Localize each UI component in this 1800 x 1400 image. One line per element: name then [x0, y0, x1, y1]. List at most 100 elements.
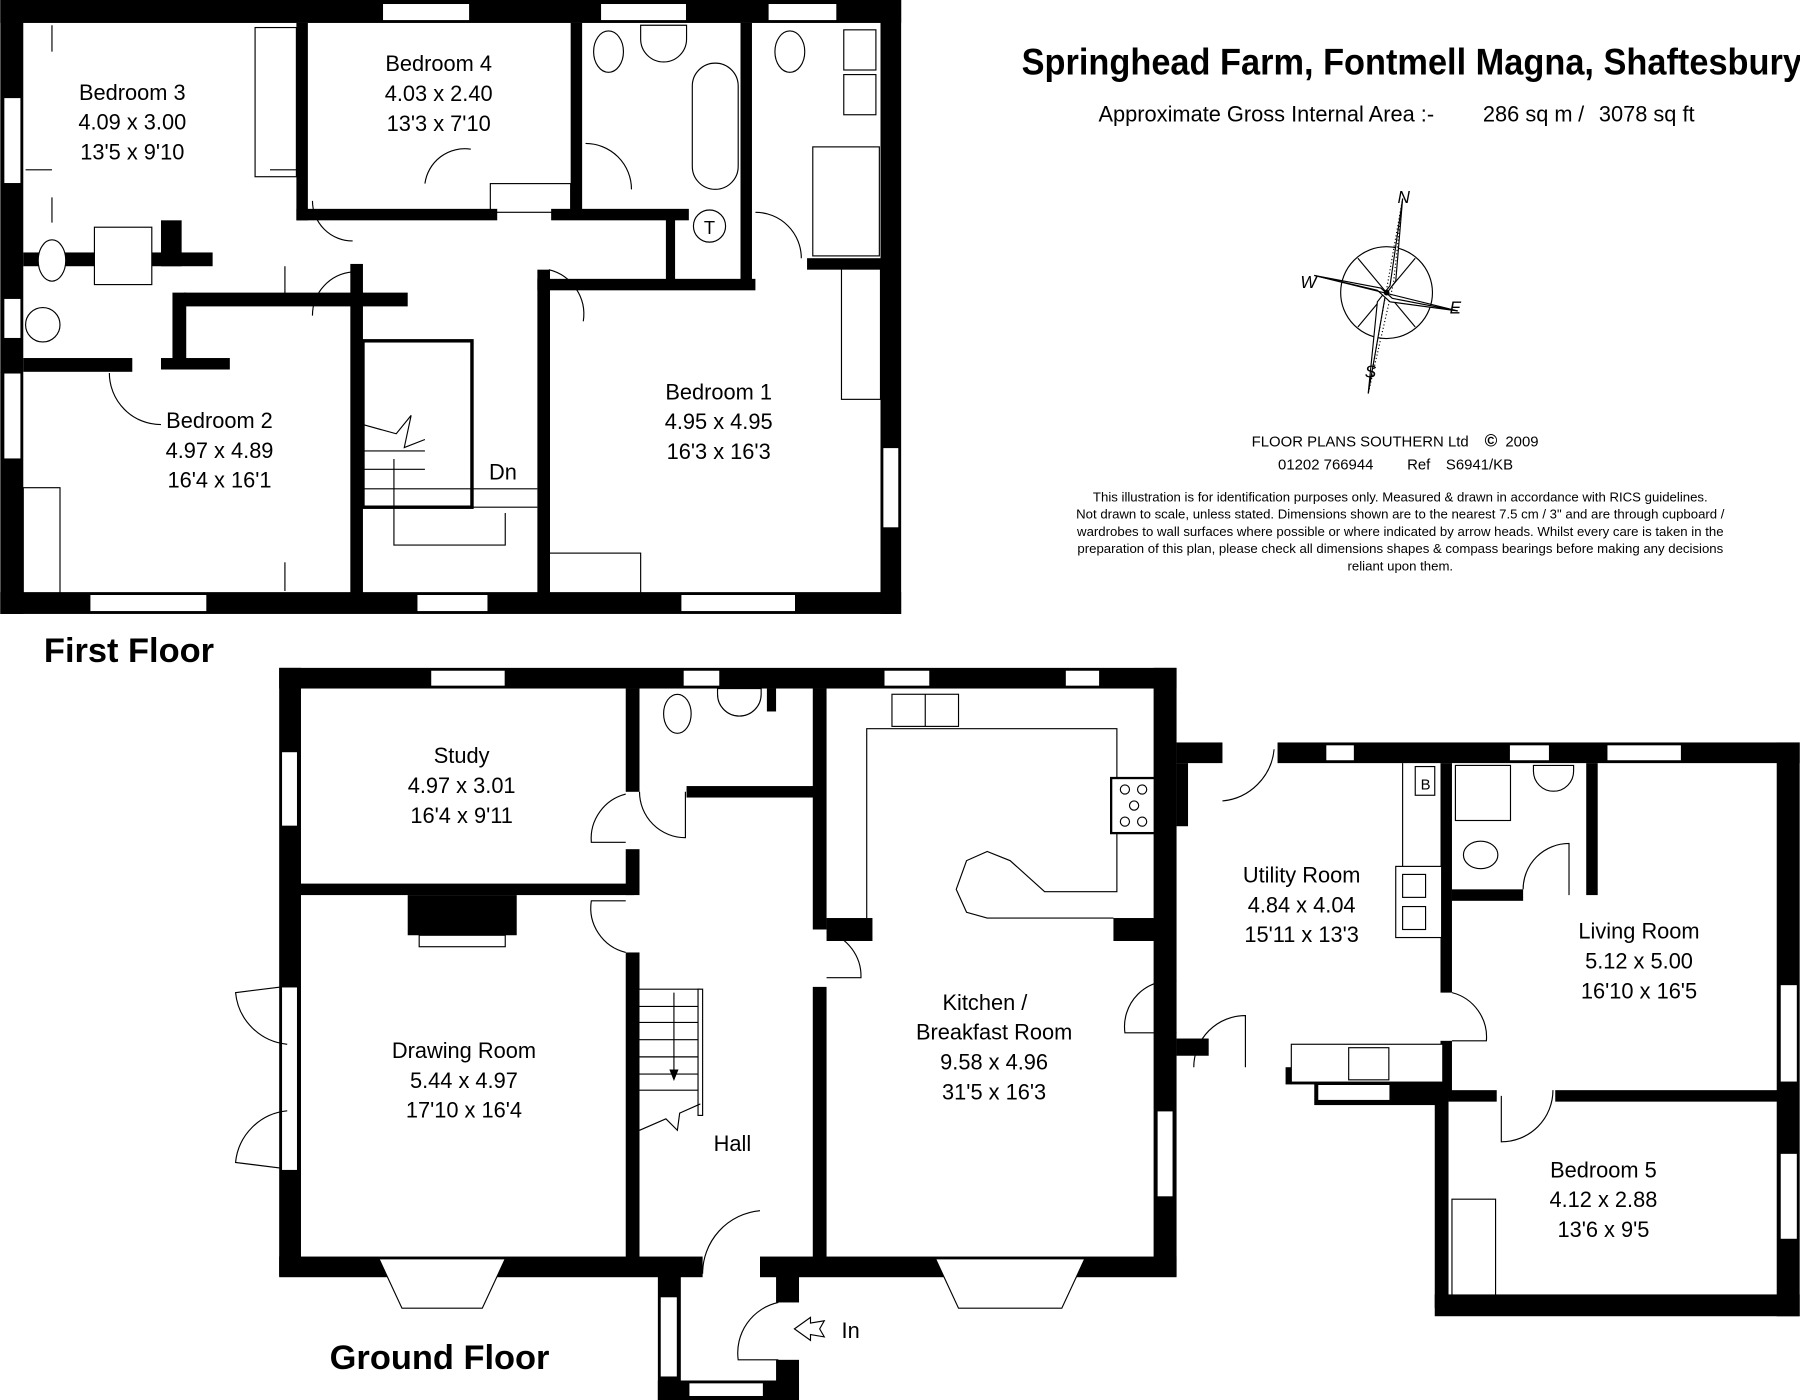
window [280, 751, 299, 827]
credits: FLOOR PLANS SOUTHERN Ltd © 2009 01202 76… [1252, 430, 1539, 473]
door-icon [234, 986, 288, 1045]
room-dimensions-imperial: 16'3 x 16'3 [667, 439, 771, 464]
window [682, 669, 721, 687]
hall-staircase [639, 988, 704, 1132]
room-bedroom-1: Bedroom 1 4.95 x 4.95 16'3 x 16'3 [665, 379, 773, 464]
hob-icon [1110, 776, 1156, 835]
door-icon [311, 200, 353, 242]
interior-wall [172, 292, 187, 368]
ground-floor-plan: In [234, 667, 1800, 1400]
door-icon [1500, 1090, 1554, 1143]
door-icon [590, 900, 626, 954]
phone-number: 01202 766944 [1278, 457, 1373, 473]
room-dimensions-metric: 4.12 x 2.88 [1550, 1187, 1658, 1212]
disclaimer-line: This illustration is for identification … [1093, 489, 1708, 504]
interior-wall [1448, 1090, 1497, 1102]
door-icon [826, 931, 862, 979]
compass-north: N [1398, 187, 1411, 207]
interior-wall [1586, 763, 1598, 896]
interior-wall [807, 258, 882, 270]
toilet-icon [1462, 840, 1499, 870]
window [1779, 1152, 1798, 1240]
tank-label: T [704, 217, 715, 238]
interior-wall [160, 220, 182, 267]
interior-wall [570, 22, 583, 213]
interior-wall [160, 358, 230, 370]
interior-wall [740, 22, 752, 287]
compass-south: S [1365, 362, 1377, 382]
interior-wall [812, 688, 827, 930]
boiler-label: B [1421, 778, 1431, 794]
room-name: Drawing Room [392, 1038, 536, 1063]
window [430, 669, 506, 687]
first-floor-plan: T Dn Bedroom 3 [0, 0, 902, 670]
room-dimensions-imperial: 13'5 x 9'10 [80, 140, 184, 165]
area-imperial: 3078 sq ft [1599, 102, 1695, 127]
bath-icon [691, 62, 739, 190]
room-bedroom-2: Bedroom 2 4.97 x 4.89 16'4 x 16'1 [166, 408, 274, 493]
room-dimensions-metric: 4.97 x 3.01 [408, 773, 516, 798]
door-icon [1451, 992, 1488, 1042]
interior-wall [625, 849, 640, 896]
disclaimer-line: Not drawn to scale, unless stated. Dimen… [1076, 507, 1725, 522]
window [1156, 1110, 1174, 1198]
room-name: Kitchen / [943, 990, 1029, 1015]
room-study: Study 4.97 x 3.01 16'4 x 9'11 [408, 743, 516, 828]
toilet-icon [774, 30, 806, 73]
room-dimensions-metric: 4.97 x 4.89 [166, 438, 274, 463]
basin-icon [843, 29, 877, 71]
wardrobe [548, 552, 642, 594]
interior-wall [1113, 918, 1160, 941]
room-name: Bedroom 1 [665, 379, 772, 404]
compass-rose-icon: N W E S [1300, 187, 1462, 394]
room-name-line2: Breakfast Room [916, 1020, 1072, 1045]
dryer-icon [1402, 905, 1427, 931]
area-metric: 286 sq m [1483, 102, 1573, 127]
door-icon [702, 1210, 761, 1274]
room-dimensions-metric: 5.12 x 5.00 [1585, 949, 1693, 974]
window [416, 593, 489, 613]
window [767, 2, 838, 22]
wardrobe [1451, 1198, 1497, 1298]
room-dimensions-imperial: 16'4 x 16'1 [167, 468, 271, 493]
room-kitchen-breakfast: Kitchen / Breakfast Room 9.58 x 4.96 31'… [916, 990, 1072, 1105]
window [1064, 669, 1101, 687]
door-icon [1522, 842, 1570, 896]
room-bedroom-4: Bedroom 4 4.03 x 2.40 13'3 x 7'10 [385, 51, 493, 136]
door-icon [1193, 1014, 1246, 1068]
front-door-icon[interactable] [737, 1301, 779, 1361]
wardrobe [254, 26, 297, 178]
room-dimensions-metric: 5.44 x 4.97 [410, 1068, 518, 1093]
hearth [418, 934, 506, 948]
room-name: Utility Room [1243, 862, 1360, 887]
door-icon [108, 372, 161, 426]
kitchen-worktop [866, 728, 1118, 919]
window [1508, 744, 1551, 762]
room-dimensions-imperial: 31'5 x 16'3 [942, 1079, 1046, 1104]
basin-icon [1532, 764, 1575, 792]
window [680, 593, 797, 613]
window [3, 297, 22, 340]
wardrobe [840, 266, 882, 400]
entrance-label: In [842, 1318, 860, 1343]
area-label: Approximate Gross Internal Area :- [1099, 102, 1435, 127]
interior-wall [812, 986, 827, 1263]
annex-wall [1176, 742, 1223, 764]
bay-window [934, 1258, 1086, 1309]
staircase: Dn [361, 339, 538, 546]
window [1779, 984, 1798, 1083]
room-name: Living Room [1578, 919, 1699, 944]
interior-wall [665, 212, 676, 287]
interior-wall [350, 263, 363, 597]
door-icon [311, 271, 353, 316]
plan-title: Springhead Farm, Fontmell Magna, Shaftes… [1022, 42, 1800, 83]
wardrobe [489, 183, 572, 213]
door-icon [234, 1110, 288, 1169]
toilet-icon [37, 239, 67, 282]
room-dimensions-metric: 9.58 x 4.96 [940, 1050, 1048, 1075]
interior-wall [625, 952, 640, 1263]
room-name: Bedroom 2 [166, 408, 273, 433]
interior-wall [23, 358, 133, 372]
interior-wall [1451, 889, 1524, 901]
